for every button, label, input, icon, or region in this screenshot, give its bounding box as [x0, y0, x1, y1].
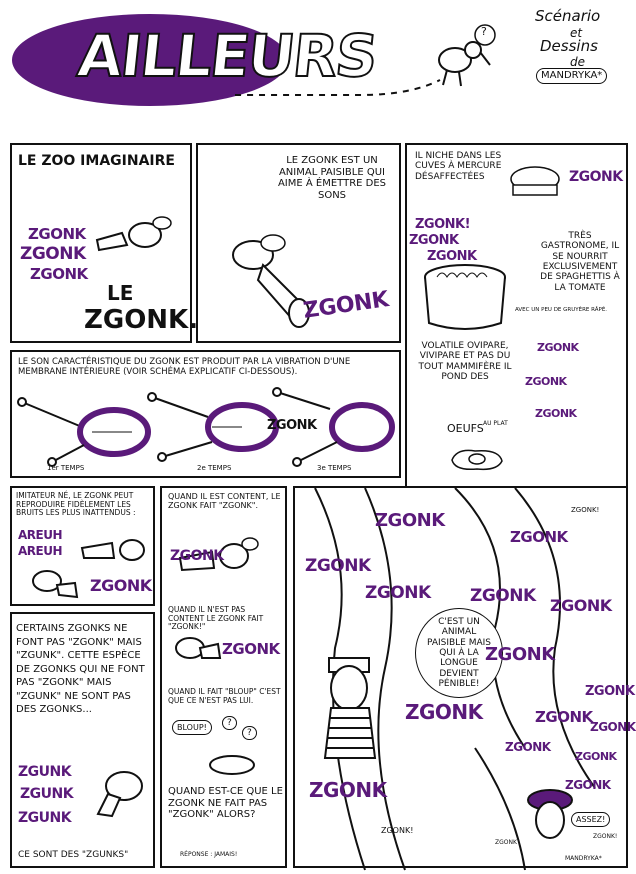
- zgunk-creature-icon: [96, 771, 143, 818]
- panel6-zgonk-1: ZGONK: [170, 548, 224, 564]
- title-ellipse: [12, 14, 441, 106]
- panel1-zgonk-3: ZGONK: [30, 265, 88, 283]
- panel3-text-oeufs: OEUFS: [447, 422, 484, 435]
- zgonk-creature-icon: [178, 537, 259, 572]
- panel1-title: LE ZOO IMAGINAIRE: [18, 153, 175, 169]
- panel3-zgonk-b: ZGONK: [409, 233, 459, 248]
- panel8-zgonk-14: ZGONK: [575, 750, 617, 763]
- panel3-zgonk-top: ZGONK: [569, 169, 623, 185]
- panel7-zgunk-1: ZGUNK: [18, 764, 72, 780]
- panel5-areuh-2: AREUH: [18, 544, 63, 558]
- panel2-text: LE ZGONK EST UN ANIMAL PAISIBLE QUI AIME…: [277, 155, 387, 201]
- panel-quand-content: QUAND IL EST CONTENT, LE ZGONK FAIT "ZGO…: [160, 486, 287, 868]
- panel-niche-gastronome: IL NICHE DANS LES CUVES À MERCURE DÉSAFF…: [405, 143, 628, 518]
- panel-penible: C'EST UN ANIMAL PAISIBLE MAIS QUI À LA L…: [293, 486, 636, 871]
- sleeping-zgonk-icon: [209, 755, 255, 775]
- panel4-text: LE SON CARACTÉRISTIQUE DU ZGONK EST PROD…: [18, 357, 351, 377]
- zgonk-creature-icon: [175, 637, 222, 659]
- membrane-diagram-icon: [17, 387, 395, 467]
- panel8-assez: ASSEZ!: [571, 812, 611, 828]
- credits-de: de: [570, 55, 585, 69]
- spaghetti-pot-icon: [424, 264, 506, 330]
- panel3-text-top: IL NICHE DANS LES CUVES À MERCURE DÉSAFF…: [415, 151, 502, 182]
- panel8-zgonk-6: ZGONK: [550, 596, 612, 615]
- panel6-text-3: QUAND IL FAIT "BLOUP" C'EST QUE CE N'EST…: [168, 687, 281, 705]
- zgonk-creature-icon: [80, 539, 145, 561]
- panel-zoo-imaginaire: LE ZOO IMAGINAIRE ZGONK ZGONK ZGONK LE Z…: [10, 143, 198, 343]
- panel6-zgonk-2: ZGONK: [222, 640, 280, 658]
- panel1-zgonk-2: ZGONK: [20, 244, 86, 264]
- bird-creature-icon: [438, 24, 496, 87]
- panel6-text-1: QUAND IL EST CONTENT, LE ZGONK FAIT "ZGO…: [168, 492, 281, 511]
- panel6-q2: ?: [242, 726, 257, 741]
- panel8-small-4: ZGONK!: [593, 833, 618, 840]
- panel3-text-au-plat: AU PLAT: [483, 420, 508, 427]
- panel8-zgonk-5: ZGONK: [470, 586, 536, 606]
- panel8-zgonk-1: ZGONK: [375, 510, 445, 531]
- panel8-zgonk-9: ZGONK: [405, 700, 483, 724]
- panel5-areuh-1: AREUH: [18, 528, 63, 542]
- panel4-step-1: 1er TEMPS: [47, 464, 85, 472]
- panel7-zgunk-3: ZGUNK: [18, 810, 72, 826]
- panel3-zgonk-e: ZGONK: [525, 375, 567, 388]
- panel1-caption-name: ZGONK.: [84, 305, 199, 335]
- credits-author: MANDRYKA*: [536, 68, 608, 84]
- panel8-balloon: C'EST UN ANIMAL PAISIBLE MAIS QUI À LA L…: [415, 608, 503, 699]
- credits-et: et: [570, 26, 583, 40]
- panel6-text-4: QUAND EST-CE QUE LE ZGONK NE FAIT PAS "Z…: [168, 786, 283, 820]
- zgonk-creature-icon: [95, 216, 172, 252]
- title-logo: AILLEURS: [73, 21, 380, 91]
- panel8-zgonk-15: ZGONK: [565, 778, 611, 792]
- panel3-text-gastro: TRÈS GASTRONOME, IL SE NOURRIT EXCLUSIVE…: [540, 231, 620, 293]
- panel8-zgonk-8: ZGONK: [585, 684, 635, 699]
- panel6-bloup: BLOUP!: [172, 720, 212, 736]
- panel-zgunks: CERTAINS ZGONKS NE FONT PAS "ZGONK" MAIS…: [10, 612, 155, 868]
- old-man-icon: [323, 657, 377, 759]
- zgonk-creature-icon: [232, 234, 310, 328]
- zgonk-creature-icon: [32, 570, 79, 599]
- panel4-step-3: 3e TEMPS: [317, 464, 352, 472]
- panel1-caption-le: LE: [107, 281, 134, 305]
- panel3-zgonk-a: ZGONK!: [415, 217, 471, 232]
- panel3-text-ovipare: VOLATILE OVIPARE, VIVIPARE ET PAS DU TOU…: [418, 341, 512, 383]
- panel7-text: CERTAINS ZGONKS NE FONT PAS "ZGONK" MAIS…: [16, 623, 145, 715]
- panel8-zgonk-13: ZGONK: [309, 778, 387, 802]
- panel8-small-3: ZGONK: [495, 839, 517, 846]
- panel-imitateur: IMITATEUR NÉ, LE ZGONK PEUT REPRODUIRE F…: [10, 486, 155, 606]
- panel7-zgunk-2: ZGUNK: [20, 786, 74, 802]
- panel8-zgonk-12: ZGONK: [505, 740, 551, 754]
- panel8-zgonk-2: ZGONK: [305, 556, 371, 576]
- panel6-q1: ?: [222, 716, 237, 731]
- panel1-zgonk-1: ZGONK: [28, 225, 86, 243]
- angry-man-icon: [527, 789, 573, 839]
- credits-dessins: Dessins: [540, 37, 598, 55]
- panel5-text: IMITATEUR NÉ, LE ZGONK PEUT REPRODUIRE F…: [16, 491, 136, 518]
- panel8-zgonk-11: ZGONK: [590, 720, 636, 734]
- panel8-small-1: ZGONK!: [571, 506, 600, 514]
- panel-animal-paisible: LE ZGONK EST UN ANIMAL PAISIBLE QUI AIME…: [196, 143, 401, 343]
- panel6-text-2: QUAND IL N'EST PAS CONTENT LE ZGONK FAIT…: [168, 605, 264, 632]
- panel3-zgonk-c: ZGONK: [427, 249, 477, 264]
- panel6-answer: RÉPONSE : JAMAIS!: [180, 851, 238, 858]
- panel5-zgonk: ZGONK: [90, 576, 152, 595]
- panel8-small-2: ZGONK!: [381, 826, 414, 835]
- panel3-zgonk-f: ZGONK: [535, 407, 577, 420]
- panel8-zgonk-7: ZGONK: [485, 644, 555, 665]
- panel3-text-gastro-small: AVEC UN PEU DE GRUYÈRE RÂPÉ.: [515, 307, 608, 313]
- panel4-zgonk: ZGONK: [267, 418, 317, 433]
- mercury-tank-icon: [510, 166, 560, 196]
- panel8-zgonk-10: ZGONK: [535, 708, 593, 726]
- credits-scenario: Scénario: [535, 7, 601, 25]
- panel3-zgonk-d: ZGONK: [537, 341, 579, 354]
- panel8-zgonk-3: ZGONK: [510, 528, 568, 546]
- panel8-zgonk-4: ZGONK: [365, 583, 431, 603]
- panel4-step-2: 2e TEMPS: [197, 464, 232, 472]
- question-mark: ?: [481, 25, 487, 38]
- panel8-signature: MANDRYKA*: [565, 855, 602, 862]
- panel-membrane-schema: LE SON CARACTÉRISTIQUE DU ZGONK EST PROD…: [10, 350, 401, 478]
- fried-egg-icon: [451, 449, 503, 471]
- panel7-caption: CE SONT DES "ZGUNKS": [18, 850, 129, 860]
